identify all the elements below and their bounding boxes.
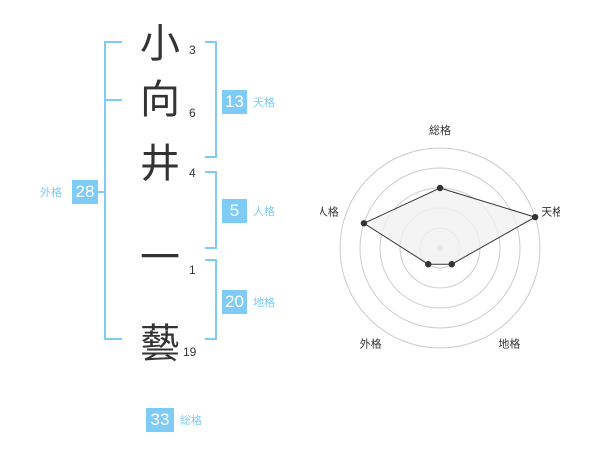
name-char-2: 向 <box>140 77 180 123</box>
jinkaku-label: 人格 <box>253 205 275 218</box>
jinkaku-bracket <box>205 171 217 249</box>
stroke-count-3: 4 <box>189 166 196 180</box>
radar-grid-ring <box>339 147 541 349</box>
radar-point-2 <box>531 213 539 221</box>
tenkaku-label: 天格 <box>253 96 275 109</box>
chikaku-value-badge: 20 <box>222 290 247 314</box>
name-char-5: 藝 <box>140 321 180 367</box>
radar-grid-ring <box>359 167 521 329</box>
radar-point-3 <box>448 260 455 268</box>
stroke-count-1: 3 <box>189 43 196 57</box>
chikaku-label: 地格 <box>253 296 275 309</box>
name-char-3: 井 <box>140 141 180 187</box>
radar-point-4 <box>425 260 432 268</box>
radar-point-5 <box>360 220 368 227</box>
radar-point-1 <box>436 184 444 192</box>
radar-axis-label-4: 外格 <box>360 337 382 351</box>
stroke-count-2: 6 <box>189 106 196 120</box>
radar-axis-label-1: 総格 <box>429 123 451 137</box>
radar-axis-label-3: 地格 <box>498 337 520 351</box>
gaikaku-bracket-tick <box>104 99 122 101</box>
radar-axis-label-2: 天格 <box>541 205 560 219</box>
name-char-4: 一 <box>140 235 180 281</box>
stroke-count-4: 1 <box>189 263 196 277</box>
soukaku-label: 総格 <box>180 414 202 427</box>
tenkaku-value-badge: 13 <box>222 90 247 114</box>
gaikaku-value-badge: 28 <box>72 180 98 204</box>
soukaku-value-badge: 33 <box>146 408 174 432</box>
gaikaku-bracket <box>104 41 122 340</box>
jinkaku-value-badge: 5 <box>222 199 247 223</box>
stroke-count-5: 19 <box>183 345 197 359</box>
tenkaku-bracket <box>205 41 217 158</box>
chikaku-bracket <box>205 259 217 340</box>
gaikaku-label: 外格 <box>40 186 62 199</box>
name-char-1: 小 <box>140 21 180 67</box>
gaikaku-bracket-connector <box>97 191 105 193</box>
radar-axis-label-5: 人格 <box>320 205 339 219</box>
radar-score-polygon <box>362 187 537 265</box>
